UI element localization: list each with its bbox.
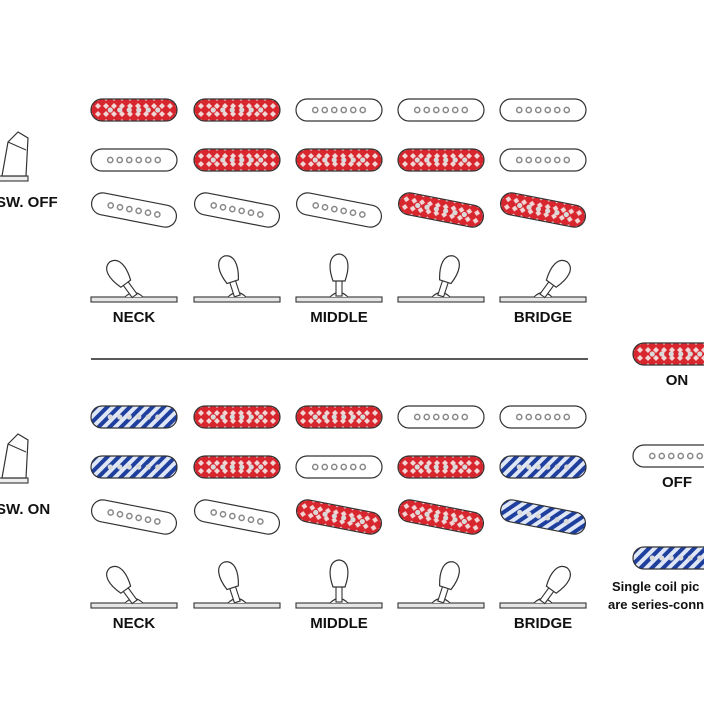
section-sw-on: SW. ON NECK MIDDLE BRIDGE [0, 405, 587, 632]
selector-position-2 [193, 255, 281, 303]
legend-pickup-series [632, 546, 704, 570]
pickup-middle-col5 [499, 455, 587, 479]
pickup-grid [90, 405, 587, 535]
pickup-bridge-col5 [499, 192, 587, 228]
pickup-neck-col1 [90, 98, 178, 122]
pickup-bridge-col2 [193, 499, 281, 535]
selector-position-4 [397, 561, 485, 609]
pickup-middle-col4 [397, 455, 485, 479]
pickup-bridge-col3 [295, 192, 383, 228]
selector-position-2 [193, 561, 281, 609]
pickup-neck-col2 [193, 98, 281, 122]
legend-item-on: ON [632, 342, 704, 389]
position-labels: NECK MIDDLE BRIDGE [113, 615, 572, 632]
legend-swatch-off [632, 444, 704, 468]
selector-switches [90, 253, 587, 303]
pickup-middle-col1 [90, 148, 178, 172]
position-label-bridge: BRIDGE [514, 309, 572, 326]
position-labels: NECK MIDDLE BRIDGE [113, 309, 572, 326]
legend-item-off: OFF [632, 444, 704, 491]
pickup-middle-col1 [90, 455, 178, 479]
legend-label-off: OFF [662, 474, 692, 491]
legend-pickup-on [632, 342, 704, 366]
pickup-neck-col3 [295, 405, 383, 429]
pickup-middle-col5 [499, 148, 587, 172]
selector-position-1 [90, 565, 178, 609]
switch-icon [0, 131, 29, 182]
pickup-neck-col2 [193, 405, 281, 429]
legend-label-series-line-2: are series-conn [608, 597, 704, 612]
pickup-grid [90, 98, 587, 228]
selector-position-4 [397, 255, 485, 303]
pickup-bridge-col4 [397, 192, 485, 228]
legend-pickup-off [632, 444, 704, 468]
section-sw-off: SW. OFF NECK MIDDLE BRIDGE [0, 98, 587, 326]
legend-swatch-series [632, 546, 704, 570]
selector-switches [90, 559, 587, 609]
switch-label: SW. OFF [0, 194, 58, 211]
position-label-neck: NECK [113, 615, 156, 632]
pickup-neck-col4 [397, 405, 485, 429]
pickup-neck-col1 [90, 405, 178, 429]
selector-position-3 [295, 559, 383, 609]
pickup-bridge-col1 [90, 499, 178, 535]
legend: ON OFF Single coil pic are series-conn [608, 342, 704, 612]
switch-label: SW. ON [0, 501, 50, 518]
position-label-middle: MIDDLE [310, 615, 368, 632]
selector-position-5 [499, 565, 587, 609]
position-label-middle: MIDDLE [310, 309, 368, 326]
pickup-bridge-col2 [193, 192, 281, 228]
pickup-bridge-col1 [90, 192, 178, 228]
pickup-middle-col2 [193, 455, 281, 479]
selector-position-3 [295, 253, 383, 303]
selector-position-1 [90, 259, 178, 303]
legend-swatch-on [632, 342, 704, 366]
pickup-neck-col5 [499, 405, 587, 429]
pickup-middle-col3 [295, 455, 383, 479]
pickup-neck-col3 [295, 98, 383, 122]
position-label-neck: NECK [113, 309, 156, 326]
position-label-bridge: BRIDGE [514, 615, 572, 632]
pickup-bridge-col4 [397, 499, 485, 535]
pickup-middle-col4 [397, 148, 485, 172]
legend-item-series: Single coil pic are series-conn [608, 546, 704, 612]
legend-label-on: ON [666, 372, 689, 389]
pickup-middle-col3 [295, 148, 383, 172]
switch-icon [0, 433, 29, 484]
pickup-neck-col4 [397, 98, 485, 122]
selector-position-5 [499, 259, 587, 303]
pickup-neck-col5 [499, 98, 587, 122]
pickup-bridge-col3 [295, 499, 383, 535]
legend-label-series-line-1: Single coil pic [612, 579, 699, 594]
pickup-middle-col2 [193, 148, 281, 172]
pickup-bridge-col5 [499, 499, 587, 535]
